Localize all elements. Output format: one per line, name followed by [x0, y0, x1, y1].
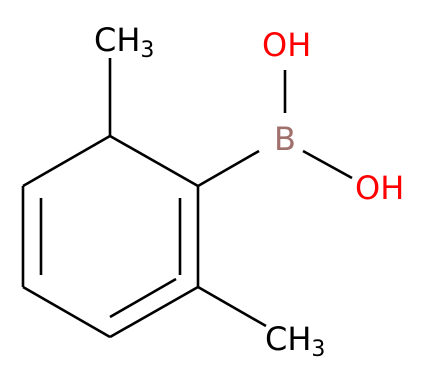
hydroxyl-top-label: OH: [262, 26, 311, 64]
methyl-bottom-bond: [197, 285, 267, 328]
methyl-top-label: CH3: [94, 21, 154, 63]
ring-double-bond-bottom: [109, 277, 177, 319]
boron-label: B: [274, 120, 296, 158]
ring-bond-bottom-right: [109, 285, 199, 339]
benzene-ring: [21, 134, 200, 339]
boron-oh-right-bond: [302, 149, 353, 180]
ring-bond-top: [109, 134, 199, 188]
methyl-bottom-label: CH3: [265, 320, 325, 362]
ring-bond-top-left: [22, 134, 111, 188]
carbon-boron-bond: [197, 149, 260, 188]
hydroxyl-right-label: OH: [355, 169, 404, 207]
ring-bond-bottom-left: [22, 285, 111, 339]
